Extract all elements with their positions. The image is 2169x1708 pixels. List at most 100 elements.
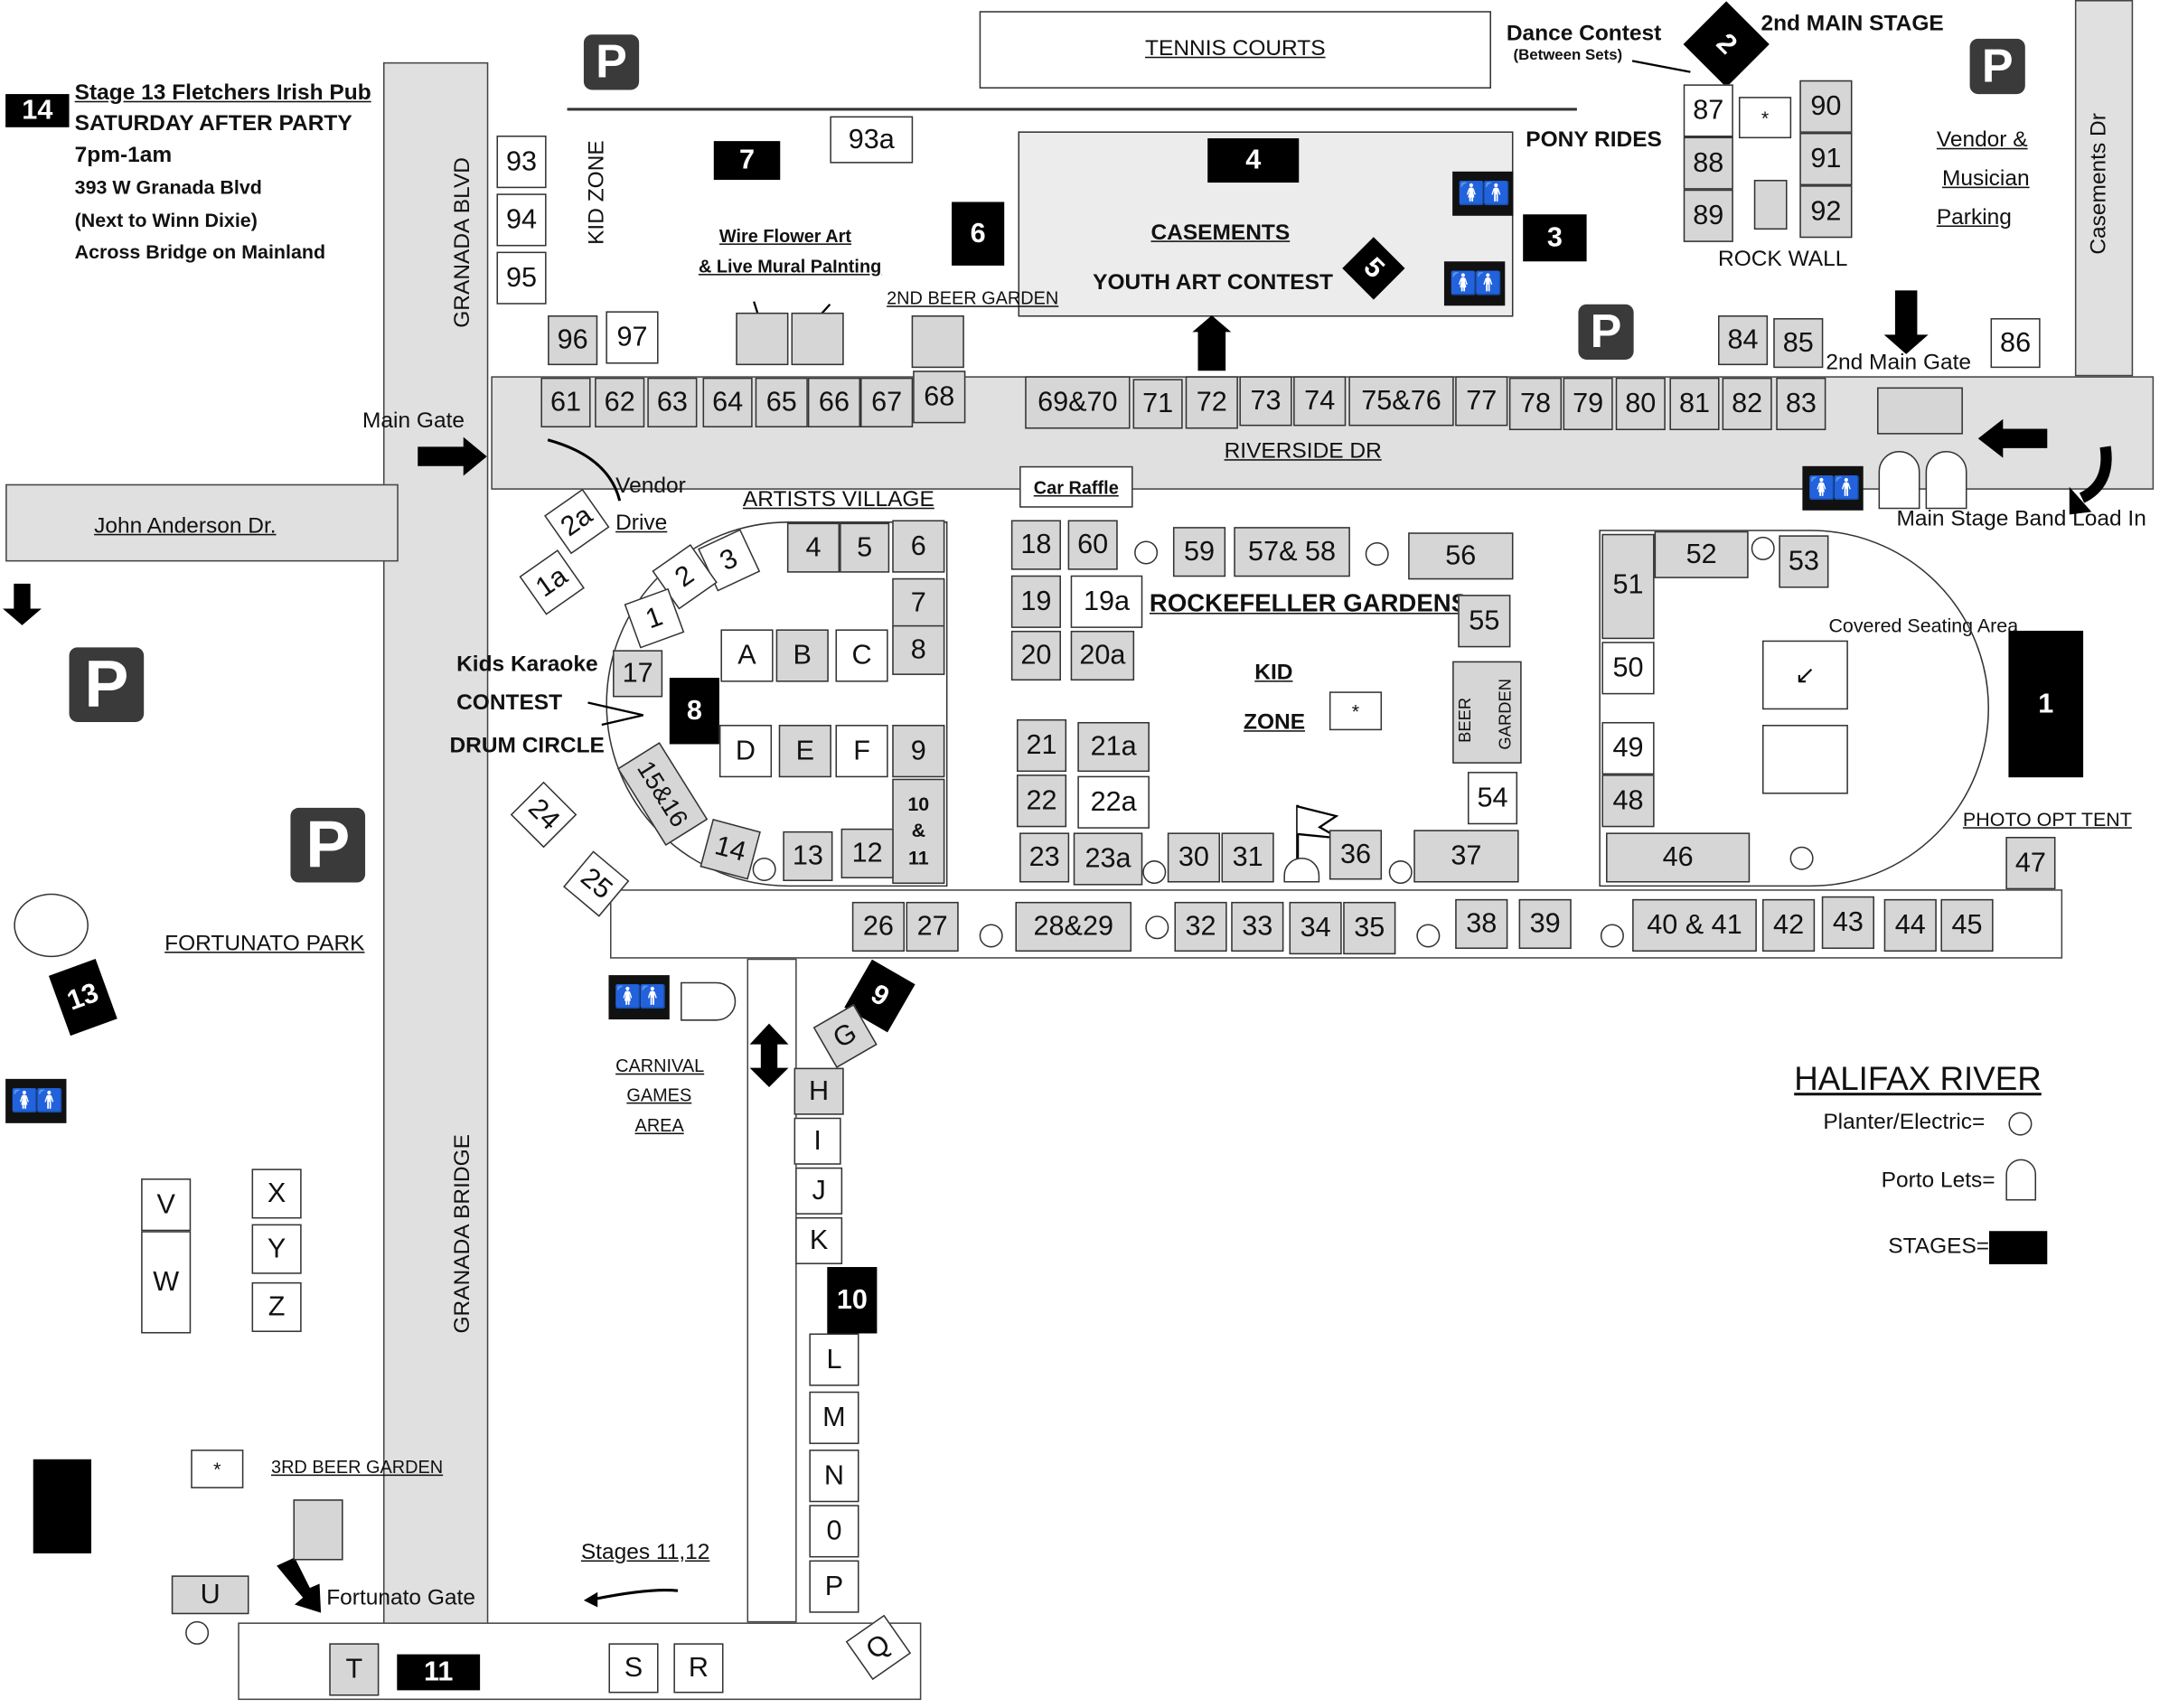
booth-82[interactable]: 82 <box>1722 377 1772 431</box>
booth-X[interactable]: X <box>251 1168 302 1219</box>
booth-78[interactable]: 78 <box>1508 377 1563 431</box>
stage-3[interactable]: 3 <box>1523 214 1587 262</box>
booth-80[interactable]: 80 <box>1615 377 1666 431</box>
rock-wall-box[interactable] <box>1753 179 1788 230</box>
booth-28-29[interactable]: 28&29 <box>1015 901 1132 953</box>
booth-93a[interactable]: 93a <box>830 116 914 164</box>
booth-23[interactable]: 23 <box>1019 832 1070 883</box>
booth-19a[interactable]: 19a <box>1070 575 1143 628</box>
booth-75-76[interactable]: 75&76 <box>1348 376 1454 427</box>
booth-H[interactable]: H <box>793 1067 844 1115</box>
booth-9[interactable]: 9 <box>892 725 945 778</box>
booth-65[interactable]: 65 <box>755 377 808 427</box>
booth-55[interactable]: 55 <box>1458 595 1511 648</box>
booth-W[interactable]: W <box>141 1231 192 1334</box>
booth-I[interactable]: I <box>793 1117 841 1165</box>
booth-46[interactable]: 46 <box>1606 832 1751 883</box>
beer-garden-rock[interactable] <box>1452 661 1522 764</box>
booth-61[interactable]: 61 <box>540 377 591 427</box>
booth-13[interactable]: 13 <box>783 831 833 881</box>
booth-L[interactable]: L <box>809 1333 859 1386</box>
booth-63[interactable]: 63 <box>647 377 698 427</box>
stage-11[interactable]: 11 <box>397 1654 481 1691</box>
beer-garden-2-booth[interactable] <box>911 314 964 369</box>
booth-60[interactable]: 60 <box>1067 520 1118 570</box>
booth-27[interactable]: 27 <box>906 901 959 953</box>
booth-71[interactable]: 71 <box>1132 379 1183 429</box>
booth-V[interactable]: V <box>141 1178 192 1232</box>
booth-22a[interactable]: 22a <box>1077 775 1150 829</box>
booth-51[interactable]: 51 <box>1601 533 1655 640</box>
booth-20a[interactable]: 20a <box>1070 630 1135 681</box>
booth-7[interactable]: 7 <box>892 577 945 628</box>
booth-42[interactable]: 42 <box>1761 898 1816 953</box>
booth-20[interactable]: 20 <box>1010 630 1061 681</box>
booth-N[interactable]: N <box>809 1450 859 1503</box>
booth-91[interactable]: 91 <box>1799 132 1853 186</box>
mural-booth[interactable] <box>791 312 844 366</box>
stage-6[interactable]: 6 <box>952 202 1005 266</box>
booth-21a[interactable]: 21a <box>1077 721 1150 773</box>
booth-21[interactable]: 21 <box>1016 718 1067 773</box>
booth-72[interactable]: 72 <box>1185 376 1238 429</box>
booth-83[interactable]: 83 <box>1776 377 1826 431</box>
booth-M[interactable]: M <box>809 1391 859 1444</box>
booth-35[interactable]: 35 <box>1343 901 1396 955</box>
band-load-box[interactable] <box>1877 387 1963 435</box>
booth-44[interactable]: 44 <box>1883 898 1937 953</box>
booth-0[interactable]: 0 <box>809 1505 859 1558</box>
booth-89[interactable]: 89 <box>1683 189 1733 242</box>
stage-10[interactable]: 10 <box>827 1267 878 1334</box>
booth-C[interactable]: C <box>835 629 888 682</box>
booth-64[interactable]: 64 <box>702 377 753 427</box>
booth-85[interactable]: 85 <box>1773 318 1824 369</box>
booth-88[interactable]: 88 <box>1683 136 1733 190</box>
booth-86[interactable]: 86 <box>1990 318 2041 369</box>
booth-26[interactable]: 26 <box>851 901 906 953</box>
booth-32[interactable]: 32 <box>1174 901 1227 953</box>
booth-17[interactable]: 17 <box>613 650 663 698</box>
booth-P[interactable]: P <box>809 1560 859 1613</box>
booth-S[interactable]: S <box>608 1643 659 1694</box>
booth-4[interactable]: 4 <box>786 522 840 573</box>
booth-56[interactable]: 56 <box>1408 532 1514 580</box>
booth-81[interactable]: 81 <box>1669 377 1720 431</box>
booth-E[interactable]: E <box>778 725 831 778</box>
booth-96[interactable]: 96 <box>548 314 598 366</box>
booth-62[interactable]: 62 <box>595 377 645 427</box>
booth-87[interactable]: 87 <box>1683 84 1733 137</box>
booth-77[interactable]: 77 <box>1455 376 1508 427</box>
booth-37[interactable]: 37 <box>1413 830 1519 883</box>
booth-Y[interactable]: Y <box>251 1224 302 1274</box>
booth-R[interactable]: R <box>673 1643 724 1694</box>
booth-45[interactable]: 45 <box>1940 898 1994 953</box>
stage-8[interactable]: 8 <box>669 677 719 745</box>
booth-93[interactable]: 93 <box>496 135 547 189</box>
booth-36[interactable]: 36 <box>1329 830 1383 880</box>
booth-Z[interactable]: Z <box>251 1281 302 1332</box>
stage-unlabeled[interactable] <box>33 1459 92 1553</box>
booth-84[interactable]: 84 <box>1718 314 1769 366</box>
booth-50[interactable]: 50 <box>1601 642 1655 695</box>
stage-1[interactable]: 1 <box>2008 630 2084 778</box>
beer-garden-3-booth[interactable] <box>293 1499 343 1561</box>
booth-59[interactable]: 59 <box>1172 527 1226 577</box>
booth-94[interactable]: 94 <box>496 193 547 247</box>
booth-38[interactable]: 38 <box>1455 898 1508 949</box>
booth-B[interactable]: B <box>775 629 829 682</box>
booth-D[interactable]: D <box>718 725 773 778</box>
booth-5[interactable]: 5 <box>840 522 890 573</box>
booth-U[interactable]: U <box>171 1575 249 1615</box>
booth-49[interactable]: 49 <box>1601 721 1655 775</box>
booth-31[interactable]: 31 <box>1221 832 1274 883</box>
booth-23a[interactable]: 23a <box>1073 832 1143 886</box>
booth-69-70[interactable]: 69&70 <box>1025 376 1131 429</box>
booth-22[interactable]: 22 <box>1016 774 1067 828</box>
booth-97[interactable]: 97 <box>606 311 659 364</box>
booth-10-11[interactable]: 10 & 11 <box>892 778 945 885</box>
booth-53[interactable]: 53 <box>1779 535 1829 588</box>
booth-90[interactable]: 90 <box>1799 80 1853 133</box>
booth-40-41[interactable]: 40 & 41 <box>1632 898 1757 953</box>
booth-54[interactable]: 54 <box>1467 772 1518 825</box>
booth-12[interactable]: 12 <box>840 828 894 878</box>
